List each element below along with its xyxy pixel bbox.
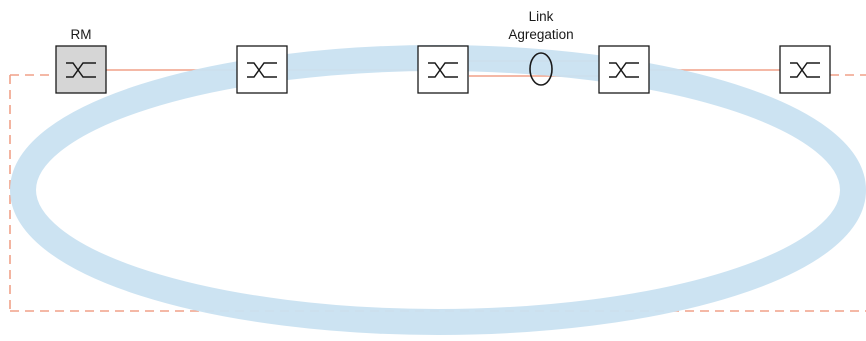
redundancy-ring	[10, 45, 866, 335]
switch-rm	[55, 45, 107, 94]
switch-rm-box	[55, 45, 107, 94]
switch-5	[779, 45, 831, 94]
switch-3	[417, 45, 469, 94]
link-aggregation-label-line-1: Link	[529, 9, 554, 24]
switch-4-box	[598, 45, 650, 94]
rm-label: RM	[71, 27, 92, 42]
switch-2-box	[236, 45, 288, 94]
link-aggregation-label-line-2: Agregation	[508, 27, 573, 42]
switch-2	[236, 45, 288, 94]
switch-5-box	[779, 45, 831, 94]
link-aggregation-icon	[529, 52, 553, 86]
switch-3-box	[417, 45, 469, 94]
switch-4	[598, 45, 650, 94]
